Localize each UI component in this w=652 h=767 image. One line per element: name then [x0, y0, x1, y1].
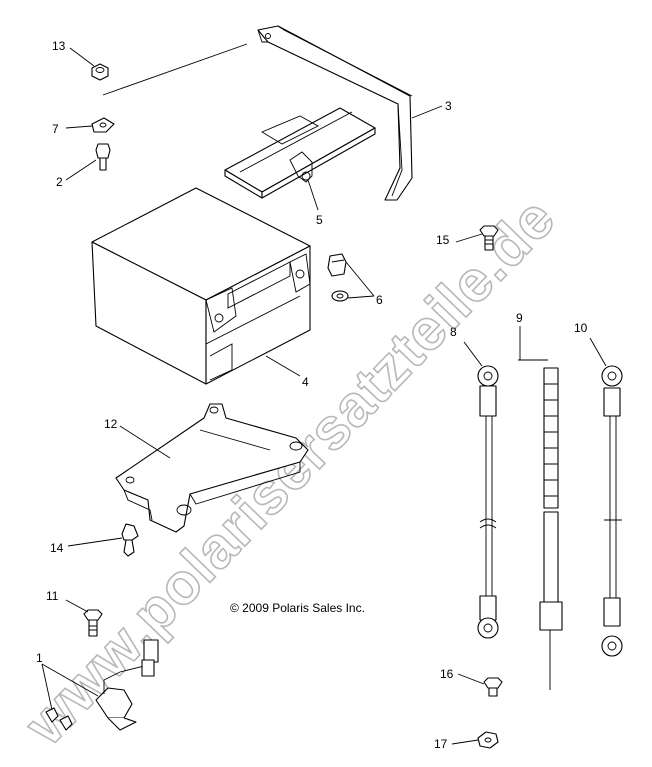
callout-15: 15: [436, 233, 450, 247]
callout-7: 7: [52, 122, 59, 136]
callout-8: 8: [450, 325, 457, 339]
callout-6: 6: [376, 293, 383, 307]
callout-11: 11: [46, 589, 59, 603]
callout-14: 14: [50, 541, 64, 555]
part-nut-13: [91, 63, 109, 81]
part-bolt-15: [479, 225, 499, 251]
callout-5: 5: [316, 213, 323, 227]
callout-labels: 13 7 2 3 5 6 4 12 14 11 1 15 8 9 10 16 1…: [36, 39, 588, 751]
part-cable-8: [477, 365, 499, 639]
part-battery-strap: [224, 107, 376, 199]
part-battery: [91, 187, 311, 385]
copyright-notice: © 2009 Polaris Sales Inc.: [230, 601, 365, 615]
callout-16: 16: [440, 667, 454, 681]
callout-17: 17: [434, 737, 448, 751]
part-rivet-14: [121, 523, 139, 557]
callout-12: 12: [104, 417, 118, 431]
part-bolt-2: [95, 143, 111, 171]
callout-4: 4: [302, 375, 309, 389]
part-cable-9: [518, 359, 563, 690]
part-bolt-washer: [327, 253, 349, 302]
part-cable-10: [601, 365, 623, 657]
callout-10: 10: [574, 321, 588, 335]
part-bolt-16: [483, 677, 503, 697]
callout-1: 1: [36, 651, 43, 665]
leader-lines: [41, 47, 607, 745]
callout-2: 2: [56, 175, 63, 189]
callout-9: 9: [516, 311, 523, 325]
part-solenoid: [45, 639, 159, 731]
part-washer-7: [91, 117, 115, 133]
part-bolt-11: [83, 609, 103, 637]
callout-3: 3: [445, 99, 452, 113]
part-battery-tray: [115, 403, 309, 533]
part-nut-17: [477, 731, 499, 749]
part-hold-down-bracket: [102, 25, 413, 201]
callout-13: 13: [52, 39, 66, 53]
